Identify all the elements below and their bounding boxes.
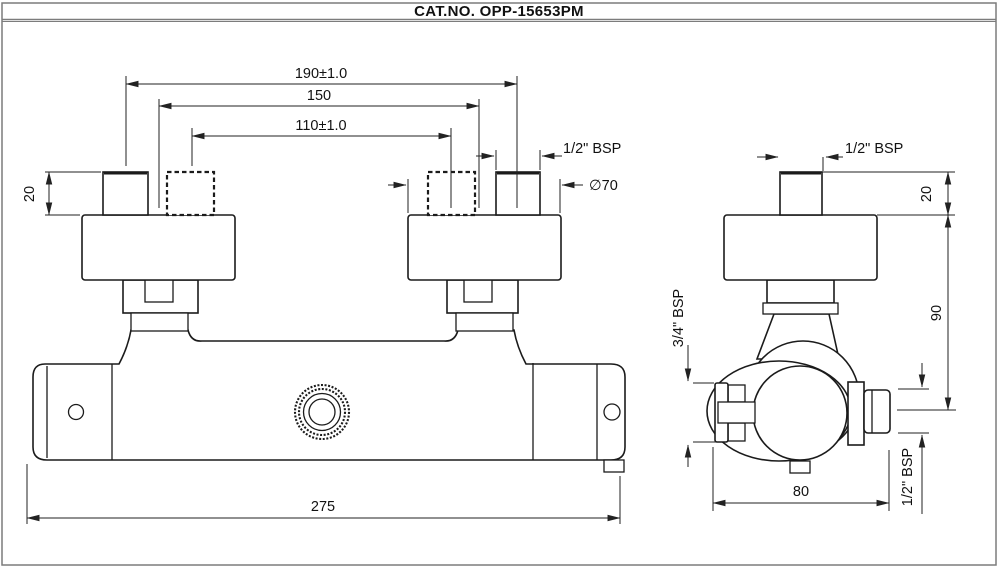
dim-body-depth: 80 — [712, 447, 890, 511]
front-left-set-screw — [67, 403, 85, 421]
dim-outlet-thread: 1/2" BSP — [898, 363, 929, 514]
dim-wall-to-outlet-center: 90 — [897, 214, 956, 411]
dim-front-stub-height: 20 — [22, 171, 101, 216]
outlet-ring — [302, 392, 342, 432]
side-stem-collar — [762, 302, 839, 315]
dim-side-stub-height: 20 — [822, 171, 955, 216]
outlet-knurled-ring-outer — [293, 383, 351, 441]
outlet-bore — [308, 398, 336, 426]
side-outlet — [847, 381, 891, 446]
side-wall-flange — [723, 214, 878, 281]
body-depth-label: 80 — [793, 484, 809, 500]
right-inlet-neck — [455, 312, 514, 332]
flange-diameter-label: ∅70 — [589, 178, 618, 194]
front-outlet-boss — [293, 383, 351, 441]
left-wall-flange — [81, 214, 236, 281]
check-valve-step-bottom — [727, 422, 746, 442]
side-inlet-nut — [766, 279, 835, 304]
wall-to-outlet-label: 90 — [929, 305, 945, 321]
dim-110-label: 110±1.0 — [295, 118, 346, 134]
check-valve-hex — [717, 401, 756, 424]
side-view: 1/2" BSP 20 90 1/2" BSP 80 — [671, 141, 956, 514]
outlet-thread-label: 1/2" BSP — [900, 448, 916, 506]
side-inlet — [723, 171, 878, 281]
outlet-flange-strip — [847, 381, 865, 446]
dim-190-label: 190±1.0 — [295, 66, 347, 82]
front-right-set-screw — [603, 403, 621, 421]
catalog-number-label: CAT.NO. OPP-15653PM — [414, 3, 584, 20]
left-inlet-stub-solid — [102, 171, 149, 216]
dim-overall-stub-spacing: 190±1.0 — [125, 66, 518, 208]
front-view: 190±1.0 150 110±1.0 1/2" BSP — [22, 66, 626, 524]
check-valve-thread-label: 3/4" BSP — [671, 289, 687, 347]
side-check-valve-inlet — [714, 382, 756, 443]
side-inlet-thread-label: 1/2" BSP — [845, 141, 903, 157]
side-bottom-stub — [789, 460, 811, 474]
left-inlet-stub-alt-position — [165, 170, 216, 217]
dim-overall-width: 275 — [26, 464, 621, 524]
dim-side-inlet-thread: 1/2" BSP — [757, 141, 903, 171]
outlet-nipple — [863, 389, 891, 434]
dim-check-valve-thread: 3/4" BSP — [671, 289, 717, 467]
dim-flange-diameter: ∅70 — [388, 178, 618, 213]
side-body-front-face — [752, 365, 848, 461]
left-inlet-neck — [130, 312, 189, 332]
right-wall-flange — [407, 214, 562, 281]
front-right-inlet — [407, 170, 562, 332]
outlet-knurled-ring-inner — [297, 387, 347, 437]
dim-150-label: 150 — [307, 88, 331, 104]
dim-front-inlet-thread: 1/2" BSP — [476, 141, 621, 170]
left-inlet-nut-notch — [144, 279, 174, 303]
right-inlet-nut-notch — [463, 279, 493, 303]
front-stub-height-label: 20 — [22, 186, 38, 202]
overall-width-label: 275 — [311, 499, 335, 515]
dim-inner-stub-spacing: 110±1.0 — [191, 118, 452, 208]
front-bottom-stub — [603, 459, 625, 473]
right-inlet-stub-solid — [495, 171, 541, 216]
front-inlet-thread-label: 1/2" BSP — [563, 141, 621, 157]
side-inlet-stub — [779, 171, 823, 216]
side-stub-height-label: 20 — [919, 186, 935, 202]
dim-flange-spacing: 150 — [158, 88, 480, 208]
check-valve-step-top — [727, 384, 746, 403]
front-left-inlet — [81, 170, 236, 332]
